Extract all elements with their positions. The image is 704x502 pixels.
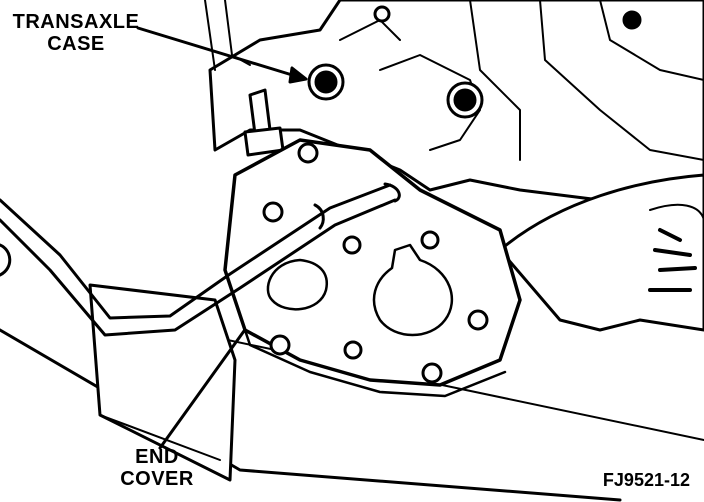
case-stud bbox=[622, 10, 642, 30]
leader-end-cover bbox=[158, 329, 246, 450]
leader-arrowhead-case bbox=[288, 66, 308, 84]
breather-fitting bbox=[248, 88, 272, 136]
case-bolt bbox=[307, 63, 345, 101]
transaxle-case-label: TRANSAXLE CASE bbox=[10, 11, 142, 55]
transaxle-case-label-line2: CASE bbox=[47, 33, 105, 55]
keyhole-right bbox=[372, 243, 454, 337]
leader-transaxle-case bbox=[136, 26, 304, 80]
figure-number: FJ9521-12 bbox=[602, 470, 690, 490]
cover-bolt bbox=[262, 142, 489, 384]
end-cover-label: END COVER bbox=[112, 446, 202, 490]
case-bolt-2 bbox=[446, 81, 484, 119]
transaxle-case-label-line1: TRANSAXLE bbox=[12, 11, 140, 33]
end-cover-label-line2: COVER bbox=[120, 468, 194, 490]
cooler-tube-outer bbox=[0, 183, 392, 320]
cooler-tube-inner bbox=[0, 198, 397, 337]
floor-line bbox=[0, 328, 622, 502]
end-cover-label-line1: END bbox=[135, 446, 179, 468]
keyhole-left bbox=[266, 258, 329, 311]
